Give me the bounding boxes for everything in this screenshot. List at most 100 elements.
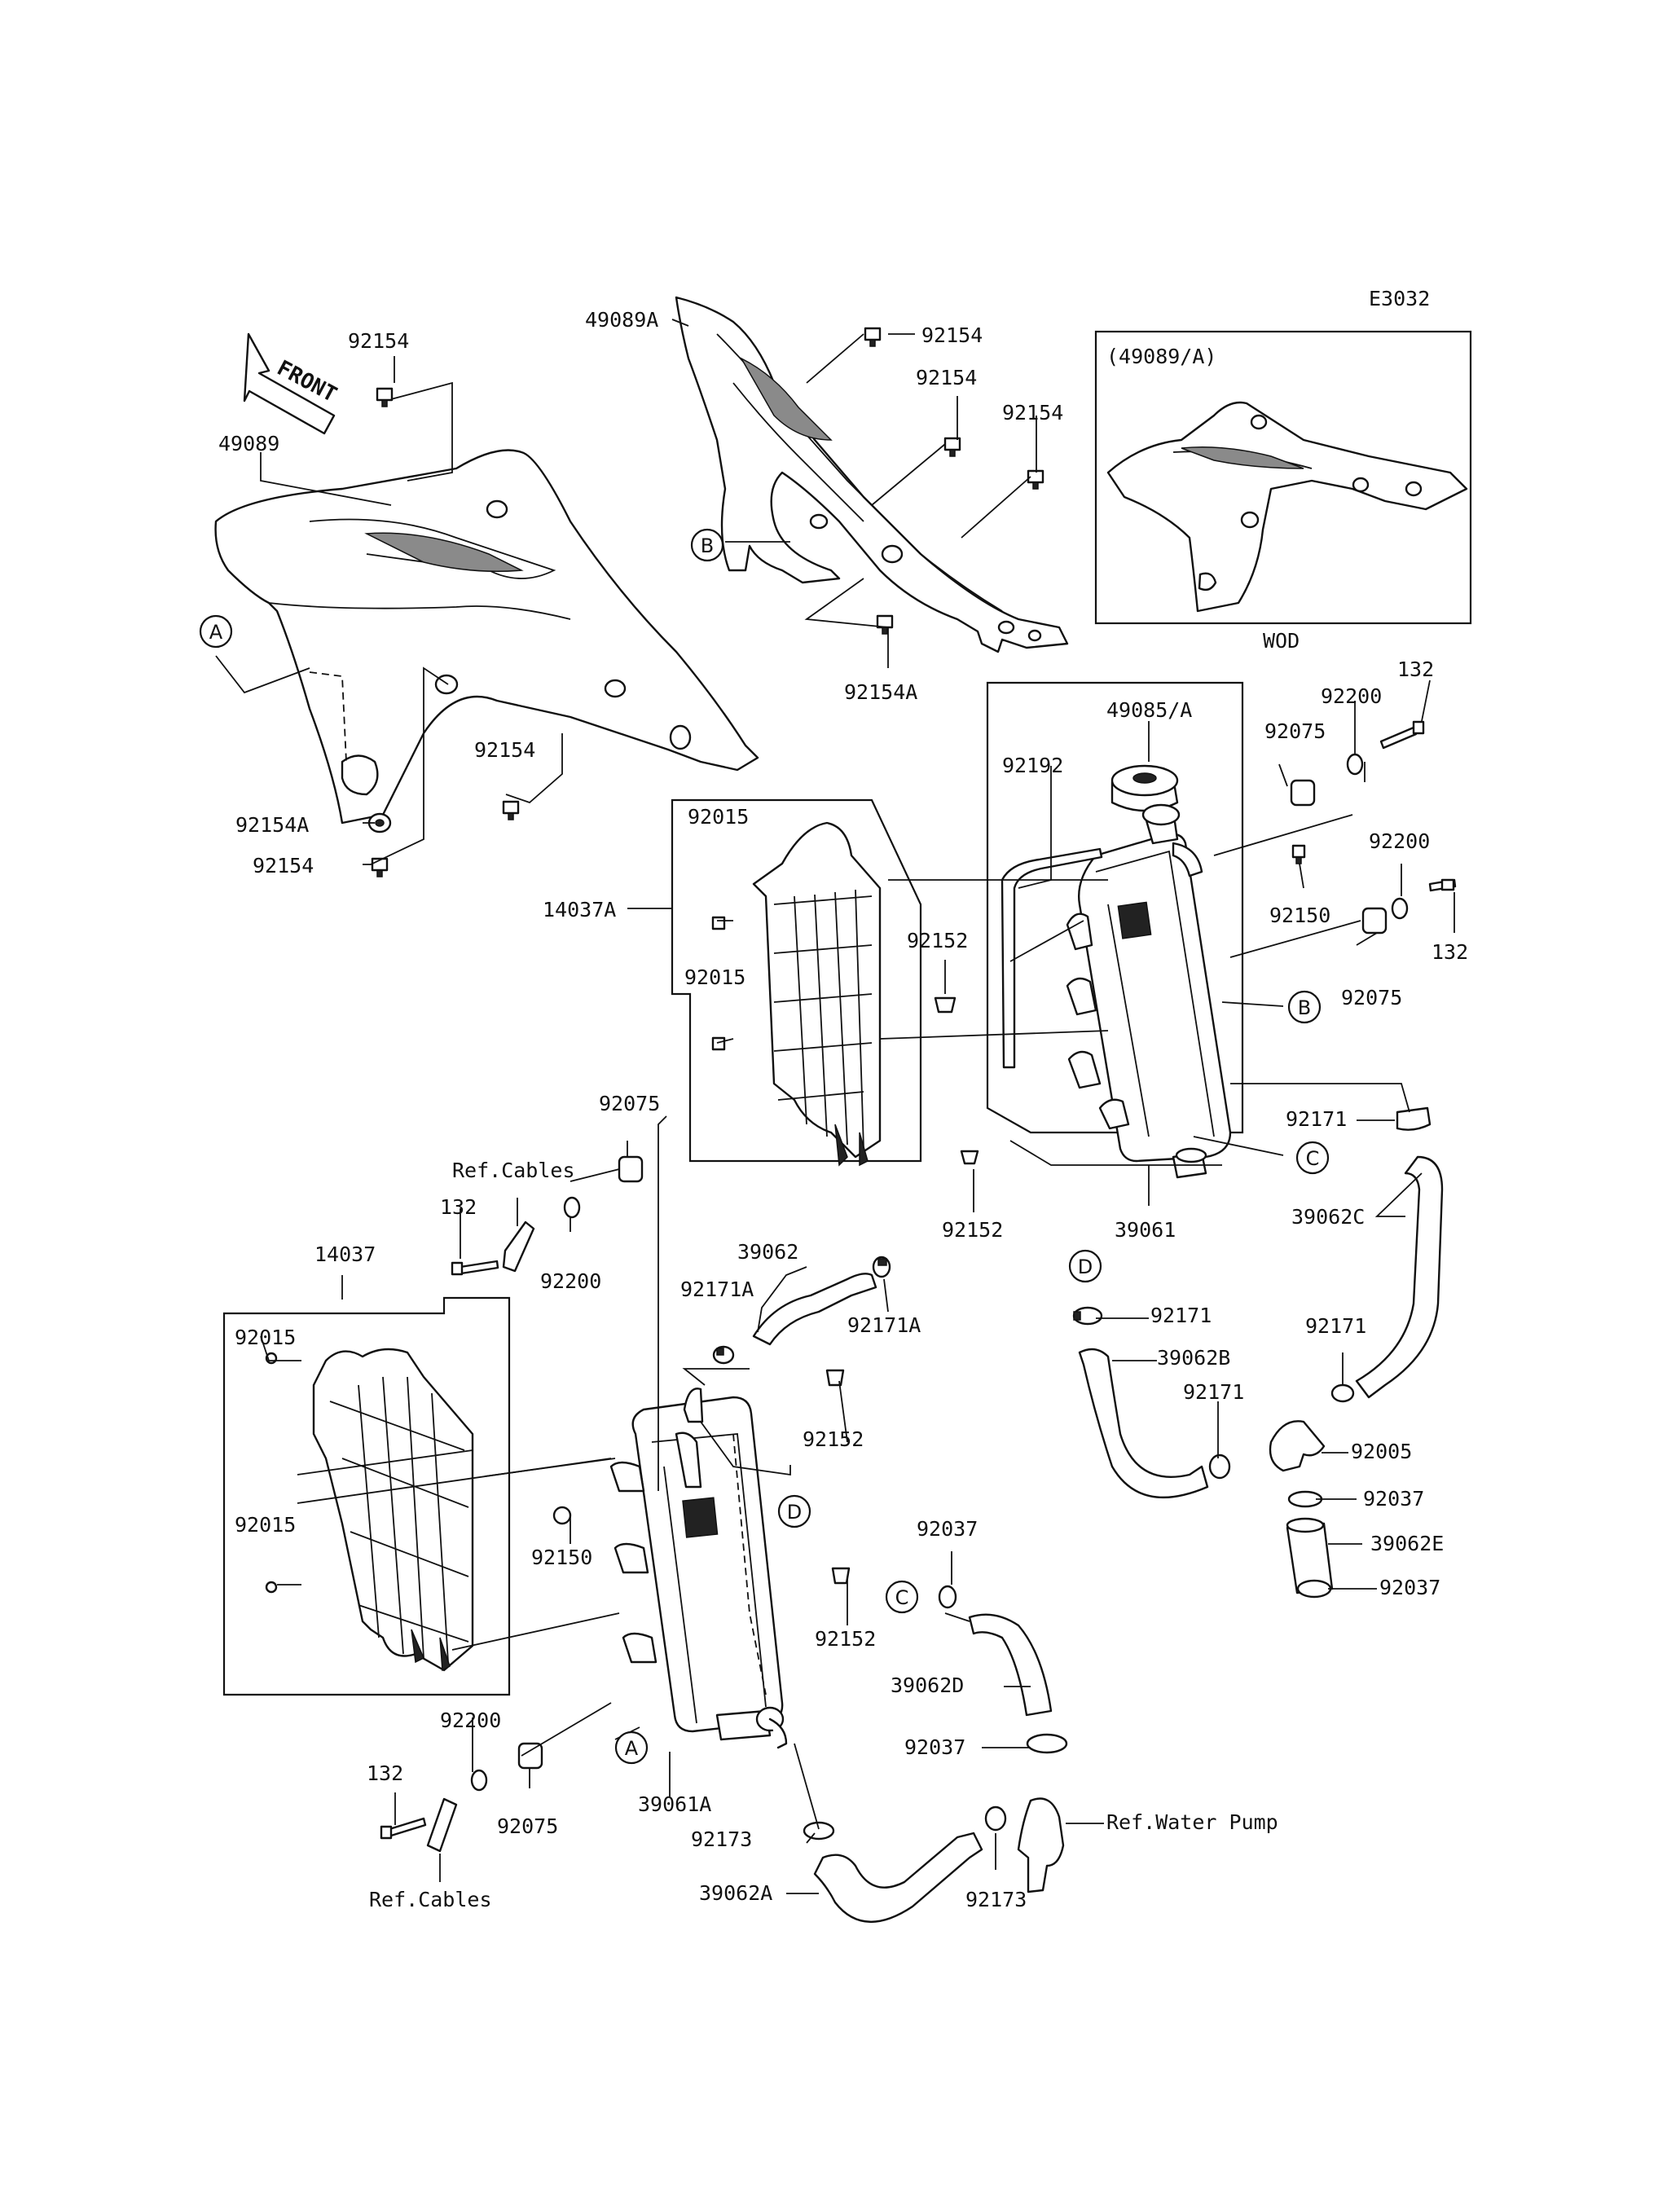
overflow-hose-92192: [1001, 847, 1103, 1069]
label-92152: 92152: [942, 1218, 1003, 1242]
grommet-icon: [934, 996, 957, 1014]
label-14037A: 14037A: [543, 898, 616, 921]
svg-text:B: B: [701, 534, 714, 557]
part-labels: 92154 49089 92154A 92154 92154 49089A 92…: [218, 308, 1468, 1911]
callout-c: C: [1295, 1141, 1330, 1175]
bolt-icon: [376, 387, 394, 407]
clamp-icon: [712, 1345, 735, 1365]
damper-icon: [517, 1742, 543, 1770]
clamp-icon: [984, 1805, 1007, 1832]
label-92200: 92200: [1321, 684, 1382, 708]
clamp-icon: [938, 1585, 957, 1609]
label-92015: 92015: [235, 1326, 296, 1349]
label-92015: 92015: [235, 1513, 296, 1537]
label-39062C: 39062C: [1291, 1205, 1365, 1229]
label-49089A: 49089A: [585, 308, 658, 332]
joint-92005: [1269, 1420, 1326, 1472]
label-132: 132: [440, 1195, 477, 1219]
label-92152: 92152: [803, 1427, 864, 1451]
label-92171A: 92171A: [847, 1313, 921, 1337]
label-92015: 92015: [688, 805, 749, 829]
clamp-icon: [1296, 1579, 1332, 1599]
label-92150: 92150: [531, 1546, 592, 1569]
label-39062: 39062: [737, 1240, 798, 1264]
label-92154: 92154: [348, 329, 409, 353]
left-guard-group-frame: [222, 1296, 511, 1696]
label-ref-cables: Ref.Cables: [452, 1159, 575, 1182]
bolt-icon: [371, 857, 389, 877]
label-132: 132: [1397, 658, 1434, 681]
label-92154: 92154: [253, 854, 314, 877]
right-guard-group-frame: [671, 798, 922, 1163]
svg-text:B: B: [1298, 996, 1311, 1019]
label-39062A: 39062A: [699, 1881, 772, 1905]
label-92154A: 92154A: [235, 813, 309, 837]
label-92075: 92075: [599, 1092, 660, 1115]
inset-frame: [1094, 330, 1472, 625]
label-92171: 92171: [1305, 1314, 1366, 1338]
label-92171: 92171: [1150, 1304, 1212, 1327]
label-49085A: 49085/A: [1106, 698, 1192, 722]
label-92150: 92150: [1269, 904, 1330, 927]
callout-b: B: [1287, 990, 1322, 1024]
hose-39062C: [1355, 1155, 1444, 1399]
label-92200: 92200: [440, 1709, 501, 1732]
washer-icon: [563, 1196, 581, 1219]
front-arrow-icon: FRONT: [243, 332, 341, 435]
clamp-icon: [1072, 1306, 1103, 1326]
label-92154: 92154: [921, 323, 983, 347]
grommet-icon: [825, 1369, 845, 1387]
cable-clip-icon: [502, 1220, 535, 1273]
hose-39062: [752, 1273, 877, 1346]
label-132: 132: [1432, 940, 1468, 964]
washer-icon: [1346, 753, 1364, 776]
water-pump-fitting: [1017, 1797, 1065, 1893]
label-49089: 49089: [218, 432, 279, 455]
clamp-icon: [1026, 1733, 1068, 1754]
label-92005: 92005: [1351, 1440, 1412, 1463]
diagram-code: E3032: [1369, 287, 1430, 310]
label-92037: 92037: [1363, 1487, 1424, 1511]
radiator-right-39061: [1066, 803, 1232, 1179]
shroud-center-49089A: [675, 296, 1069, 653]
bolt-icon: [864, 327, 882, 347]
label-92173: 92173: [691, 1827, 752, 1851]
label-92171: 92171: [1183, 1380, 1244, 1404]
bolt-icon: [876, 614, 894, 635]
long-bolt-icon: [380, 1817, 427, 1840]
label-92152: 92152: [815, 1627, 876, 1651]
callout-b: B: [690, 528, 724, 562]
damper-icon: [618, 1155, 644, 1183]
shroud-variant-drawing: [1106, 401, 1468, 613]
radiator-guard-14037: [312, 1348, 474, 1672]
clamp-icon: [1208, 1454, 1231, 1480]
screw-icon: [711, 916, 726, 930]
callout-d: D: [1068, 1249, 1102, 1283]
shroud-left-49089: [214, 449, 759, 825]
label-92192: 92192: [1002, 754, 1063, 777]
radiator-left-39061A: [609, 1388, 788, 1749]
inset-caption: WOD: [1263, 629, 1300, 653]
hose-39062A: [813, 1832, 983, 1923]
callout-c: C: [885, 1580, 919, 1614]
bolt-icon: [1027, 469, 1045, 490]
svg-text:D: D: [787, 1501, 802, 1524]
label-92075: 92075: [497, 1814, 558, 1838]
bolt-icon: [943, 437, 961, 457]
label-92154: 92154: [1002, 401, 1063, 424]
label-ref-water-pump: Ref.Water Pump: [1106, 1810, 1278, 1834]
washer-icon: [470, 1769, 488, 1792]
label-92171A: 92171A: [680, 1278, 754, 1301]
svg-text:A: A: [209, 621, 223, 644]
screw-icon: [265, 1581, 278, 1594]
clamp-icon: [1396, 1106, 1432, 1131]
label-92171: 92171: [1286, 1107, 1347, 1131]
leader-lines: [215, 319, 1455, 1894]
grommet-icon: [831, 1567, 851, 1585]
label-132: 132: [367, 1761, 403, 1785]
radiator-cap: [1110, 764, 1179, 812]
label-92200: 92200: [1369, 829, 1430, 853]
cable-clip-icon: [426, 1797, 458, 1853]
label-92075: 92075: [1341, 986, 1402, 1009]
